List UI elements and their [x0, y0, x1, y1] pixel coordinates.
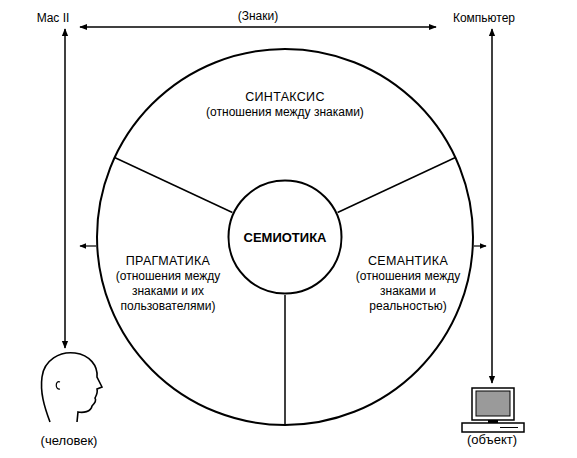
- outward-arrow: [474, 245, 486, 246]
- center-circle: СЕМИОТИКА: [227, 179, 343, 295]
- sector-divider: [284, 295, 286, 425]
- sector-divider: [338, 158, 456, 213]
- head-ear: [56, 382, 60, 389]
- double-arrow: [80, 26, 436, 28]
- node-description: (отношения между знаками и реальностью): [350, 269, 466, 314]
- sector-region: СИНТАКСИС(отношения между знаками): [190, 90, 380, 130]
- sector-region: ПРАГМАТИКА(отношения между знаками и их …: [112, 254, 224, 344]
- monitor-frame: [472, 388, 514, 420]
- node-description: (отношения между знаками и их пользовате…: [112, 269, 224, 314]
- node-title: (объект): [467, 432, 517, 447]
- sector-divider: [115, 158, 233, 213]
- node-title: СЕМИОТИКА: [244, 230, 327, 245]
- node-title: СИНТАКСИС: [245, 90, 324, 105]
- circle-outline: [229, 181, 342, 294]
- node-title: Компьютер: [453, 11, 515, 26]
- head-outline: [41, 353, 102, 422]
- outer-circle: [97, 49, 473, 425]
- system-unit: [462, 423, 524, 432]
- node-title: Mac II: [37, 11, 70, 26]
- node-title: ПРАГМАТИКА: [126, 254, 210, 269]
- terminal-label: Компьютер: [438, 9, 530, 27]
- computer-icon: [462, 388, 524, 432]
- drive-slot: [500, 427, 518, 428]
- monitor-screen: [476, 391, 510, 416]
- node-title: (человек): [41, 433, 98, 448]
- terminal-label: Mac II: [28, 9, 78, 27]
- person-node: (человек): [26, 350, 112, 448]
- double-arrow: [64, 29, 66, 348]
- head-icon: [41, 353, 102, 422]
- node-description: (отношения между знаками): [206, 105, 364, 120]
- double-arrow: [491, 29, 493, 383]
- object-node: (объект): [448, 385, 536, 447]
- node-title: СЕМАНТИКА: [368, 254, 448, 269]
- sector-region: СЕМАНТИКА(отношения между знаками и реал…: [350, 254, 466, 334]
- edge-label: (Знаки): [238, 9, 279, 23]
- outward-arrow: [80, 245, 96, 246]
